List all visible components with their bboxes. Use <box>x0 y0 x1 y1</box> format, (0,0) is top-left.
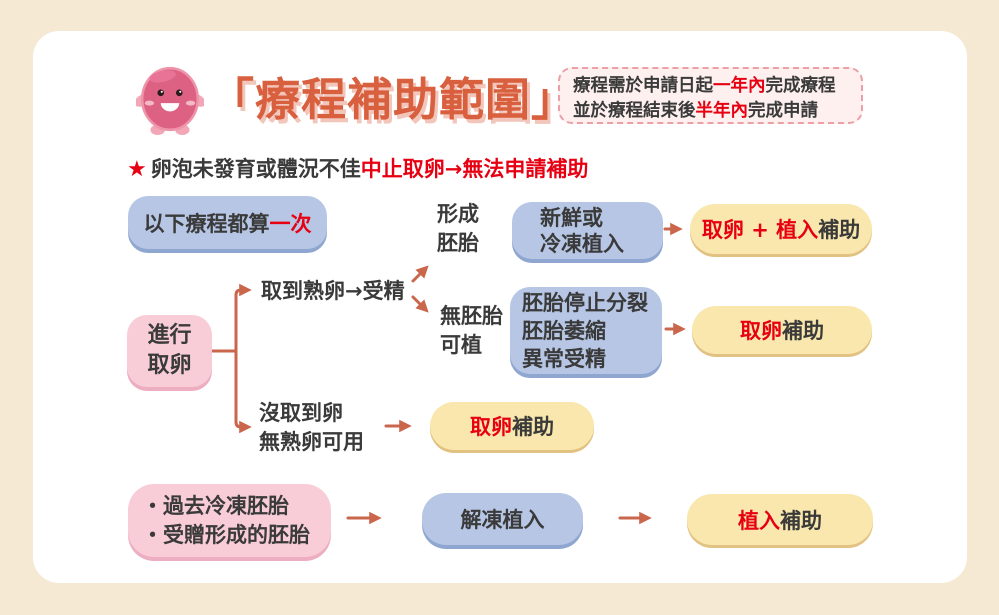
notice-highlight-2: 半年內 <box>695 100 749 121</box>
notice-line-2: 並於療程結束後半年內完成申請 <box>573 100 818 121</box>
result-retrieval-subsidy-mid: 取卵補助 <box>692 306 872 354</box>
page-title: 「療程補助範圍」 <box>209 73 578 126</box>
notice-line-1: 療程需於申請日起一年內完成療程 <box>573 76 836 96</box>
result-implant-subsidy: 植入補助 <box>687 494 873 545</box>
label-no-egg-retrieved: 沒取到卵 無熟卵可用 <box>259 401 364 454</box>
label-no-embryo: 無胚胎 可植 <box>440 304 503 357</box>
fresh-frozen-implant-box: 新鮮或 冷凍植入 <box>512 202 663 259</box>
count-highlight: 一次 <box>269 211 312 236</box>
thaw-implant-box: 解凍植入 <box>422 493 583 545</box>
warning-text-black: 卵泡未發育或體況不佳 <box>150 157 361 181</box>
deadline-notice-box: 療程需於申請日起一年內完成療程 並於療程結束後半年內完成申請 <box>558 67 863 124</box>
result-retrieval-implant-subsidy: 取卵 + 植入補助 <box>690 204 872 254</box>
warning-text-red: 中止取卵→無法申請補助 <box>360 157 589 181</box>
label-formed-embryo: 形成 胚胎 <box>437 202 479 255</box>
frozen-embryo-source-box: ・過去冷凍胚胎 ・受贈形成的胚胎 <box>128 484 331 557</box>
failed-embryo-box: 胚胎停止分裂 胚胎萎縮 異常受精 <box>510 287 662 374</box>
count-note-box: 以下療程都算一次 <box>128 196 327 249</box>
warning-note: ★卵泡未發育或體況不佳中止取卵→無法申請補助 <box>127 153 588 183</box>
notice-highlight-1: 一年內 <box>713 76 766 96</box>
pink-egg-mascot-icon <box>136 66 204 135</box>
result-retrieval-subsidy-bottom: 取卵補助 <box>430 402 594 450</box>
star-icon: ★ <box>127 157 147 182</box>
label-mature-egg-fertilized: 取到熟卵→受精 <box>261 279 405 303</box>
start-egg-retrieval-box: 進行 取卵 <box>127 315 212 387</box>
